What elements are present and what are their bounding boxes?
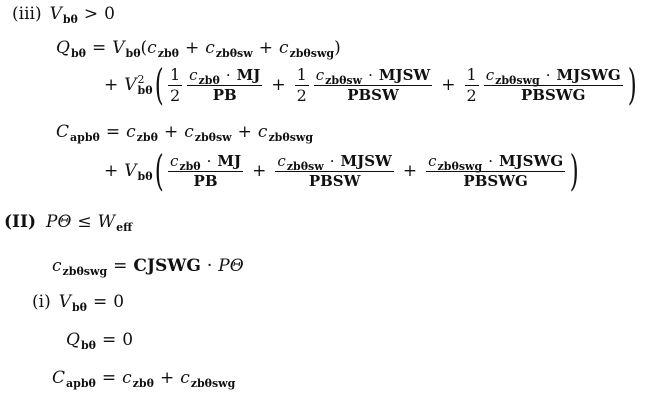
voltage-subscript: bθ (125, 47, 141, 60)
big-right-paren: ) (627, 60, 637, 109)
voltage-symbol: V (124, 160, 137, 181)
half-fraction: 1 2 (294, 64, 309, 105)
capacitance-equation-line1: C apbθ = c zbθ + c zbθsw + c zbθswg (56, 122, 314, 144)
voltage-symbol: V (49, 4, 62, 24)
voltage-symbol: V (124, 74, 137, 95)
w-symbol: W (97, 212, 116, 232)
equals-sign: = (91, 38, 107, 58)
power-superscript: 2 (137, 73, 145, 86)
charge-zero-equation: Q bθ = 0 (66, 330, 134, 352)
big-right-paren: ) (569, 146, 579, 195)
plus-sign: + (441, 74, 456, 95)
capacitance-subscript: apbθ (70, 131, 100, 144)
charge-subscript: bθ (70, 47, 86, 60)
big-left-paren: ( (154, 60, 164, 109)
case-label: (i) (32, 292, 51, 312)
cap-term-subscript: zbθswg (289, 47, 335, 60)
left-paren: ( (140, 38, 148, 58)
voltage-subscript: bθ (62, 13, 78, 26)
charge-equation-line1: Q bθ = V bθ ( c zbθ + c zbθsw + c zbθswg… (56, 38, 341, 60)
charge-equation-line2: + V 2 bθ ( 1 2 c zbθ · MJ PB + 1 2 c (104, 64, 638, 106)
plus-sign: + (271, 74, 286, 95)
case-II-heading: (II) P Θ ≤ W eff (4, 212, 133, 234)
cjswg-parameter: CJSWG (133, 256, 201, 276)
cap-term-subscript: zbθ (157, 47, 179, 60)
voltage-subscript: bθ (137, 169, 153, 183)
plus-sign: + (104, 74, 119, 95)
zero-value: 0 (104, 4, 115, 24)
plus-sign: + (184, 38, 200, 58)
capacitance-equation-line2: + V bθ ( c zbθ · MJ PB + c zbθsw · MJSW … (104, 146, 579, 195)
mjsw-fraction: c zbθsw · MJSW PBSW (313, 65, 433, 104)
right-paren: ) (334, 38, 341, 58)
voltage-symbol: V (112, 38, 125, 58)
mjswg-fraction: c zbθswg · MJSWG PBSWG (426, 151, 566, 190)
mj-fraction: c zbθ · MJ PB (167, 151, 244, 190)
big-left-paren: ( (154, 146, 164, 195)
case-label: (iii) (12, 4, 42, 24)
case-i-heading: (i) V bθ = 0 (32, 292, 125, 314)
less-equal: ≤ (77, 212, 92, 232)
cswg-equation: c zbθswg = CJSWG · P Θ (52, 256, 244, 278)
equals-sign: = (105, 122, 121, 142)
greater-than: > (83, 4, 99, 24)
cap-term-subscript: zbθsw (215, 47, 253, 60)
plus-sign: + (104, 160, 119, 181)
half-fraction: 1 2 (167, 64, 183, 105)
cap-term: c (278, 38, 289, 58)
theta-symbol: Θ (57, 212, 72, 232)
mjswg-fraction: c zbθswg · MJSWG PBSWG (483, 65, 623, 104)
mjsw-fraction: c zbθsw · MJSW PBSW (275, 151, 394, 190)
cap-term: c (205, 38, 215, 58)
p-symbol: P (46, 212, 58, 232)
capacitance-zero-equation: C apbθ = c zbθ + c zbθswg (52, 368, 236, 390)
plus-sign: + (258, 38, 273, 58)
cap-term: c (147, 38, 157, 58)
charge-symbol: Q (56, 38, 70, 58)
voltage-subscript: bθ (137, 84, 153, 97)
capacitance-symbol: C (56, 122, 70, 142)
case-label: (II) (4, 212, 36, 232)
mj-fraction: c zbθ · MJ PB (187, 65, 263, 104)
case-iii-heading: (iii) V bθ > 0 (12, 4, 115, 26)
w-subscript: eff (116, 221, 133, 234)
half-fraction: 1 2 (464, 64, 479, 105)
